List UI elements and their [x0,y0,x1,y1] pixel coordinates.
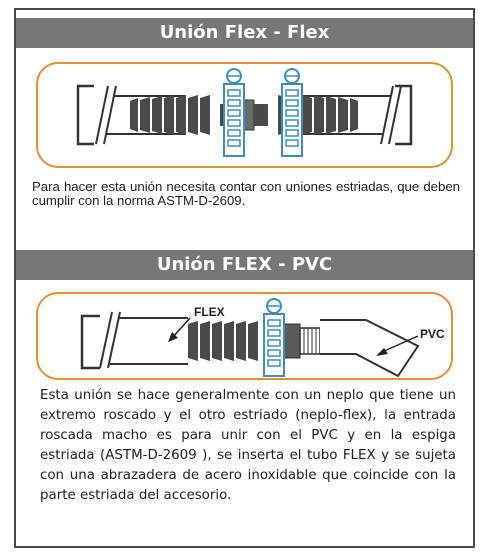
section-title-flex-pvc: Unión FLEX - PVC [16,250,473,280]
label-flex: FLEX [194,305,225,319]
section-title-flex-flex: Unión Flex - Flex [16,18,473,48]
card-panel: Unión Flex - Flex [14,8,475,548]
paragraph-flex-flex: Para hacer esta unión necesita contar co… [32,179,460,208]
diagram-flex-flex [36,62,453,168]
label-pvc: PVC [420,327,445,341]
clamp-icon [263,298,285,377]
right-clamp-icon [281,68,303,157]
flex-pvc-illustration: FLEX PVC [80,298,445,378]
flex-flex-illustration [76,68,413,157]
left-clamp-icon [223,68,245,157]
paragraph-flex-pvc: Esta unión se hace generalmente con un n… [40,388,456,503]
diagram-flex-pvc: FLEX PVC [36,292,453,380]
